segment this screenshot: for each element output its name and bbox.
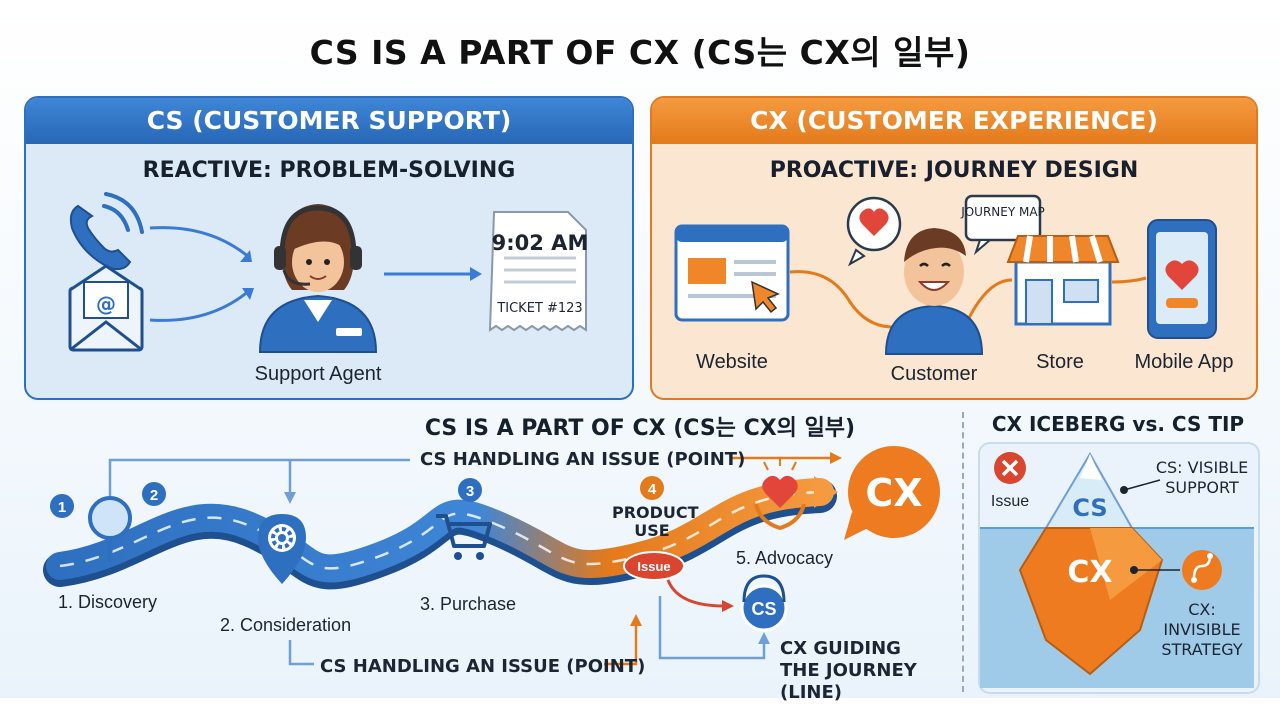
ticket-icon bbox=[488, 211, 587, 332]
iceberg-body-label: CX bbox=[1067, 555, 1112, 590]
stage-2-badge bbox=[142, 482, 166, 506]
stage-2-num: 2 bbox=[150, 487, 158, 504]
cx-bubble-label: CX bbox=[865, 471, 922, 515]
cs-panel-header: CS (CUSTOMER SUPPORT) bbox=[26, 98, 632, 144]
cs-badge bbox=[740, 574, 788, 632]
customer-to-store-line bbox=[966, 278, 1013, 321]
stage-2-label: 2. Consideration bbox=[220, 615, 352, 635]
website-to-customer-line bbox=[789, 270, 905, 329]
iceberg-title: CX ICEBERG vs. CS TIP bbox=[991, 412, 1245, 436]
touchpoint-customer-label: Customer bbox=[891, 363, 978, 385]
email-at-symbol: @ bbox=[96, 292, 116, 316]
touchpoint-store-label: Store bbox=[1036, 351, 1084, 373]
cx-panel-header: CX (CUSTOMER EXPERIENCE) bbox=[652, 98, 1256, 144]
stage-3-badge bbox=[458, 478, 482, 502]
iceberg-visible-note: CS: VISIBLE SUPPORT bbox=[1155, 458, 1249, 497]
guide-line bbox=[658, 596, 766, 660]
store-to-app-line bbox=[1111, 276, 1147, 284]
email-icon: @ bbox=[68, 264, 144, 352]
section-divider bbox=[962, 412, 964, 692]
issue-to-cs-arrow bbox=[666, 579, 725, 608]
bottom-note: CS HANDLING AN ISSUE (POINT) bbox=[320, 656, 646, 677]
touchpoint-website-label: Website bbox=[696, 351, 768, 373]
email-to-agent-arrow bbox=[149, 288, 251, 322]
road-end-arrow bbox=[814, 476, 838, 508]
ticket-id: TICKET #123 bbox=[496, 301, 582, 316]
bottom-note-arrow bbox=[604, 624, 638, 666]
iceberg-issue-label: Issue bbox=[991, 493, 1029, 510]
stage-3-label: 3. Purchase bbox=[420, 594, 517, 614]
gear-icon bbox=[258, 514, 306, 584]
cs-panel-subtitle: REACTIVE: PROBLEM-SOLVING bbox=[142, 158, 516, 183]
phone-to-agent-arrow bbox=[149, 226, 251, 260]
stage-5-label: 5. Advocacy bbox=[736, 548, 834, 568]
mobile-app-icon bbox=[1147, 219, 1217, 339]
issue-badge bbox=[623, 551, 685, 581]
stage-4-num: 4 bbox=[648, 481, 657, 498]
iceberg-invisible-note: CX: INVISIBLE STRATEGY bbox=[1161, 600, 1243, 659]
heart-bubble-icon bbox=[846, 196, 902, 267]
support-agent-icon bbox=[258, 204, 378, 353]
issue-badge-label: Issue bbox=[637, 559, 670, 574]
website-icon bbox=[674, 224, 790, 322]
stage-3-num: 3 bbox=[466, 483, 474, 500]
magnifier-icon bbox=[88, 496, 132, 562]
stage-4-badge bbox=[640, 476, 664, 500]
journey-map-label: JOURNEY MAP bbox=[960, 205, 1045, 219]
journey-map-bubble bbox=[964, 194, 1042, 256]
hands-heart-icon bbox=[754, 458, 806, 531]
top-bracket-line bbox=[108, 458, 410, 500]
stage-1-num: 1 bbox=[58, 499, 66, 516]
strategy-icon bbox=[1182, 550, 1222, 590]
cx-speech-bubble bbox=[844, 446, 940, 540]
top-note: CS HANDLING AN ISSUE (POINT) bbox=[420, 449, 746, 470]
issue-x-icon bbox=[994, 452, 1026, 484]
store-icon bbox=[1006, 235, 1120, 326]
ticket-time: 9:02 AM bbox=[492, 231, 589, 255]
customer-icon bbox=[884, 228, 984, 355]
cx-panel-subtitle: PROACTIVE: JOURNEY DESIGN bbox=[769, 158, 1139, 183]
journey-title: CS IS A PART OF CX (CS는 CX의 일부) bbox=[424, 416, 856, 441]
stage-4-label: PRODUCT USE bbox=[612, 503, 699, 540]
bottom-bracket-line bbox=[288, 640, 314, 666]
support-agent-label: Support Agent bbox=[255, 363, 382, 385]
stage-1-label: 1. Discovery bbox=[58, 592, 158, 612]
cart-icon bbox=[436, 514, 492, 560]
cs-badge-label: CS bbox=[751, 599, 776, 619]
touchpoint-mobile-app-label: Mobile App bbox=[1135, 351, 1234, 373]
phone-icon bbox=[69, 192, 144, 271]
page-title: CS IS A PART OF CX (CS는 CX의 일부) bbox=[309, 33, 971, 72]
stage-1-badge bbox=[50, 494, 74, 518]
iceberg-tip-label: CS bbox=[1072, 494, 1107, 522]
